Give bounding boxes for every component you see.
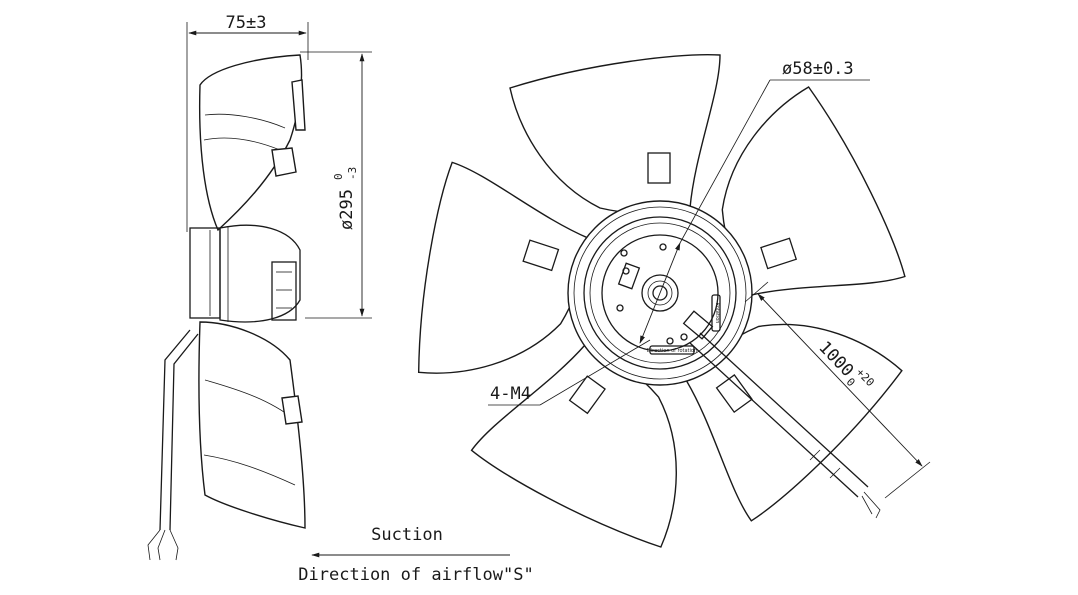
- front-blade-5: [417, 161, 590, 374]
- front-fan: Direction of rotation Rotation: [417, 54, 906, 548]
- side-blade-root-clip-2: [281, 395, 303, 425]
- motor-face: [601, 234, 719, 352]
- suction-label: Suction: [371, 525, 443, 545]
- airflow-annotation: Suction Direction of airflow"S": [298, 525, 533, 585]
- hub-diameter-leader: [679, 79, 771, 244]
- front-blade-2: [721, 86, 906, 297]
- side-view: 75±3 ø295 0 -3: [147, 13, 372, 561]
- screw-leader-diagonal: [539, 339, 651, 406]
- diameter-dimension-label: ø295: [337, 189, 357, 230]
- mount-hole-5: [680, 333, 688, 341]
- mount-hole-6: [616, 304, 624, 312]
- cable-extension-start: [744, 281, 769, 303]
- airflow-direction-label: Direction of airflow"S": [298, 565, 533, 585]
- cable-gland: [682, 310, 714, 340]
- motor-rotation-label-text: Direction of rotation: [647, 348, 697, 354]
- motor-label-plate: [617, 262, 641, 290]
- front-blade-1: [509, 54, 721, 214]
- width-dimension-label: 75±3: [226, 13, 267, 33]
- motor-rotor-ring: [583, 216, 737, 370]
- side-blade-root-clip-1: [271, 147, 297, 177]
- front-view: Direction of rotation Rotation ø58±0.3 4…: [417, 54, 931, 548]
- motor-side-label: [711, 294, 721, 332]
- screw-label: 4-M4: [490, 384, 531, 404]
- motor-side-label-text: Rotation: [714, 303, 720, 324]
- side-motor-body: [219, 224, 301, 323]
- hub-diameter-line: [639, 242, 681, 344]
- side-blade-edge: [291, 79, 306, 131]
- mount-hole-1: [620, 249, 628, 257]
- hub-diameter-label: ø58±0.3: [782, 59, 854, 79]
- diameter-tolerance-upper: 0: [332, 173, 345, 180]
- side-blade-bottom: [198, 321, 306, 529]
- side-cable-outer: [159, 329, 191, 531]
- cable-length-dimension-line: [757, 293, 923, 467]
- cable-extension-end: [884, 461, 931, 499]
- side-motor-bracket: [271, 261, 297, 321]
- side-motor-back: [189, 227, 221, 319]
- motor-rotation-label: [649, 345, 695, 355]
- diameter-tolerance-lower: -3: [346, 167, 359, 180]
- front-blade-4: [470, 343, 677, 548]
- side-blade-top: [198, 54, 303, 232]
- diameter-dimension-label-group: ø295 0 -3: [332, 167, 359, 230]
